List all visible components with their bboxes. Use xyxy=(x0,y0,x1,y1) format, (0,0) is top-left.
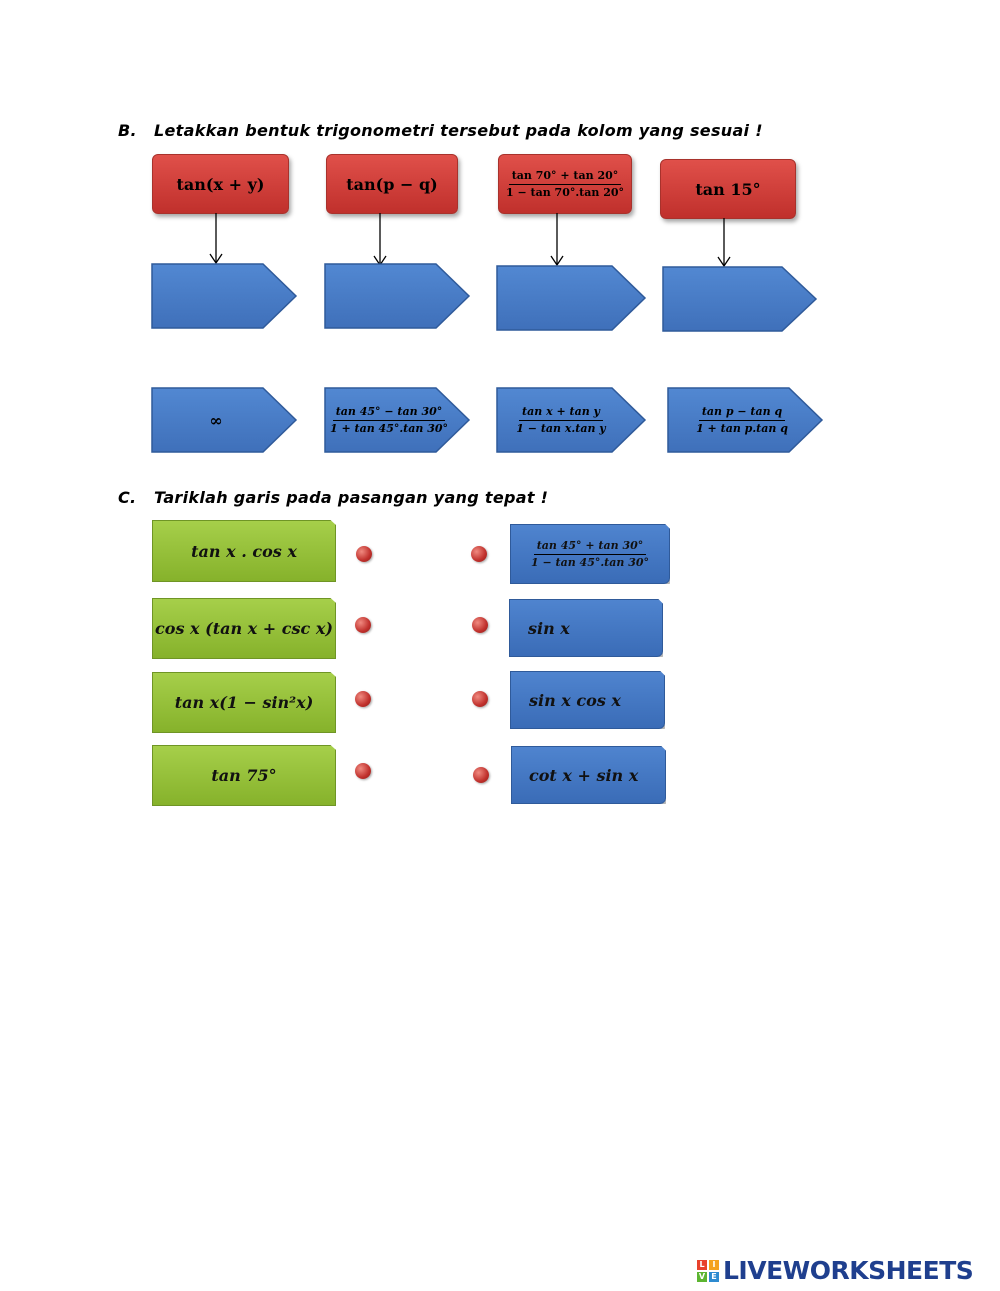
red-box-1: tan(x + y) xyxy=(152,154,289,214)
left-item-2-text: cos x (tan x + csc x) xyxy=(155,619,333,638)
section-b-label: B. xyxy=(118,121,137,140)
red-box-2: tan(p − q) xyxy=(326,154,458,214)
left-dot-1[interactable] xyxy=(356,546,372,562)
red-box-3: tan 70° + tan 20° 1 − tan 70°.tan 20° xyxy=(498,154,632,214)
left-item-3-text: tan x(1 − sin²x) xyxy=(174,693,314,712)
answer-option-1-text: ∞ xyxy=(209,410,223,430)
arrow-head-4 xyxy=(717,256,731,268)
red-box-1-text: tan(x + y) xyxy=(176,174,265,194)
left-item-2: cos x (tan x + csc x) xyxy=(152,598,336,659)
answer-option-3-numerator: tan x + tan y xyxy=(519,405,603,421)
right-dot-3[interactable] xyxy=(472,691,488,707)
answer-option-2-fraction: tan 45° − tan 30° 1 + tan 45°.tan 30° xyxy=(327,405,451,436)
answer-option-4-denominator: 1 + tan p.tan q xyxy=(696,421,788,435)
answer-option-2-denominator: 1 + tan 45°.tan 30° xyxy=(329,421,449,435)
right-item-1-denominator: 1 − tan 45°.tan 30° xyxy=(530,555,650,569)
section-b-instruction: Letakkan bentuk trigonometri tersebut pa… xyxy=(154,121,763,140)
arrow-head-3 xyxy=(550,255,564,267)
logo-letter-i: I xyxy=(709,1259,719,1270)
answer-option-1[interactable]: ∞ xyxy=(152,388,280,452)
drop-slot-4[interactable] xyxy=(662,266,818,332)
answer-option-3-denominator: 1 − tan x.tan y xyxy=(516,421,606,435)
drop-slot-1[interactable] xyxy=(151,263,298,329)
left-item-1: tan x . cos x xyxy=(152,520,336,582)
brand-name: LIVEWORKSHEETS xyxy=(723,1256,974,1285)
right-item-3-text: sin x cos x xyxy=(529,690,621,710)
answer-option-4[interactable]: tan p − tan q 1 + tan p.tan q xyxy=(672,388,812,452)
left-item-4-text: tan 75° xyxy=(211,766,277,785)
red-box-3-fraction: tan 70° + tan 20° 1 − tan 70°.tan 20° xyxy=(503,169,627,200)
left-item-4: tan 75° xyxy=(152,745,336,806)
drop-slot-3[interactable] xyxy=(496,265,647,331)
answer-option-4-fraction: tan p − tan q 1 + tan p.tan q xyxy=(693,405,791,436)
left-item-3: tan x(1 − sin²x) xyxy=(152,672,336,733)
section-c-label: C. xyxy=(118,488,137,507)
section-b-heading: B. Letakkan bentuk trigonometri tersebut … xyxy=(118,121,763,140)
left-dot-4[interactable] xyxy=(355,763,371,779)
red-box-4: tan 15° xyxy=(660,159,796,219)
answer-option-4-numerator: tan p − tan q xyxy=(698,405,786,421)
drop-slot-2[interactable] xyxy=(324,263,471,329)
answer-option-2-numerator: tan 45° − tan 30° xyxy=(332,405,446,421)
logo-letter-e: E xyxy=(709,1271,719,1282)
red-box-3-numerator: tan 70° + tan 20° xyxy=(508,169,622,185)
answer-option-3[interactable]: tan x + tan y 1 − tan x.tan y xyxy=(497,388,625,452)
liveworksheets-logo: L I V E LIVEWORKSHEETS xyxy=(697,1256,974,1285)
left-item-1-text: tan x . cos x xyxy=(191,541,297,561)
section-c-instruction: Tariklah garis pada pasangan yang tepat … xyxy=(154,488,549,507)
red-box-4-text: tan 15° xyxy=(695,179,761,199)
right-item-2-text: sin x xyxy=(528,618,570,638)
arrow-head-1 xyxy=(209,253,223,265)
logo-letter-v: V xyxy=(697,1271,707,1282)
left-dot-3[interactable] xyxy=(355,691,371,707)
right-item-3: sin x cos x xyxy=(510,671,665,729)
right-dot-2[interactable] xyxy=(472,617,488,633)
answer-option-2[interactable]: tan 45° − tan 30° 1 + tan 45°.tan 30° xyxy=(325,388,453,452)
left-dot-2[interactable] xyxy=(355,617,371,633)
answer-shape-1[interactable] xyxy=(151,387,298,453)
right-dot-1[interactable] xyxy=(471,546,487,562)
live-logo-mark: L I V E xyxy=(697,1259,719,1282)
right-item-1-fraction: tan 45° + tan 30° 1 − tan 45°.tan 30° xyxy=(528,539,652,570)
logo-letter-l: L xyxy=(697,1259,707,1270)
red-box-3-denominator: 1 − tan 70°.tan 20° xyxy=(505,185,625,199)
right-item-1-numerator: tan 45° + tan 30° xyxy=(533,539,647,555)
right-item-4: cot x + sin x xyxy=(511,746,666,804)
right-item-4-text: cot x + sin x xyxy=(529,765,639,785)
right-item-2: sin x xyxy=(509,599,663,657)
red-box-2-text: tan(p − q) xyxy=(346,174,438,194)
right-item-1: tan 45° + tan 30° 1 − tan 45°.tan 30° xyxy=(510,524,670,584)
section-c-heading: C. Tariklah garis pada pasangan yang tepa… xyxy=(118,488,548,507)
right-dot-4[interactable] xyxy=(473,767,489,783)
answer-option-3-fraction: tan x + tan y 1 − tan x.tan y xyxy=(513,405,608,436)
